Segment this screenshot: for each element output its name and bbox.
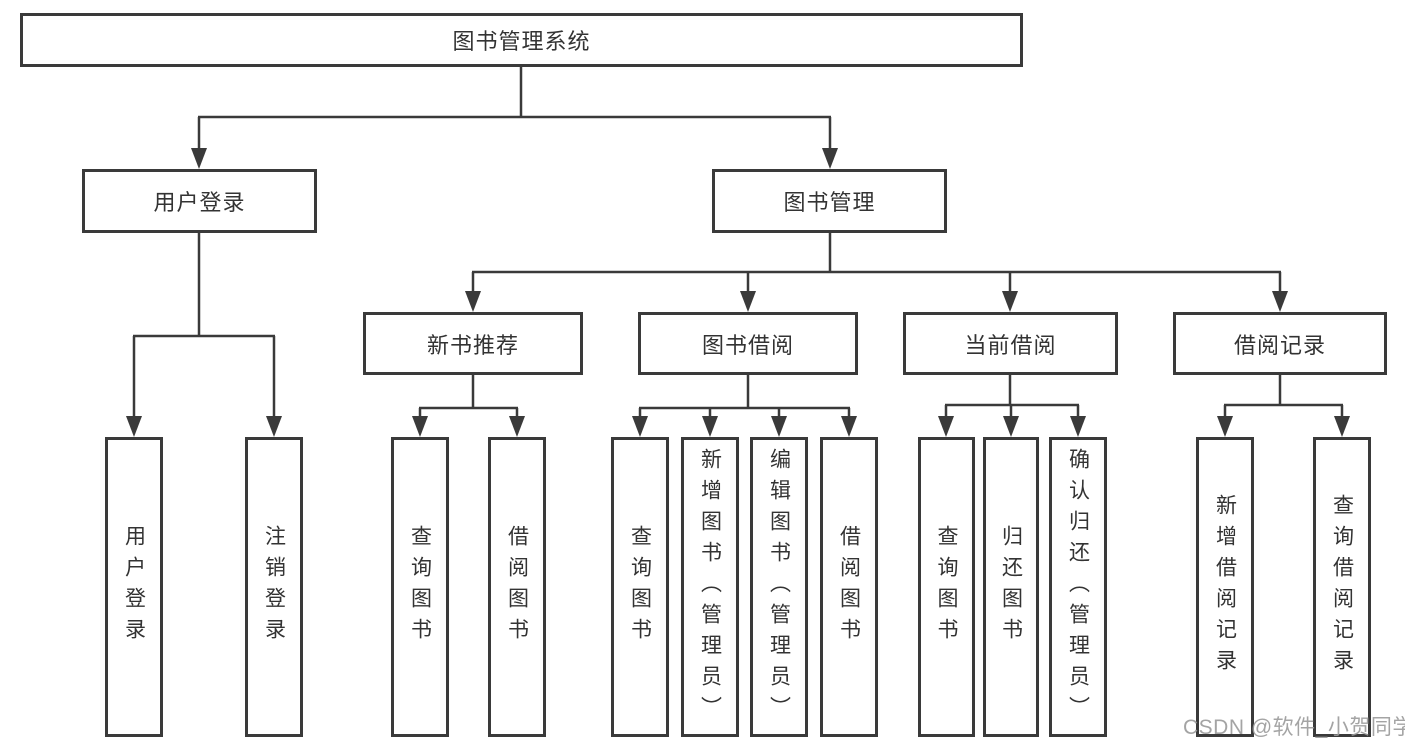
node-label: 图书管理 xyxy=(783,190,876,215)
node-label: 查询借阅记录 xyxy=(1330,494,1354,680)
arrowhead-icon xyxy=(822,148,838,169)
arrowhead-icon xyxy=(412,416,428,437)
arrowhead-icon xyxy=(702,416,718,437)
node-label: 编辑图书（管理员） xyxy=(767,447,791,727)
arrowhead-icon xyxy=(1272,291,1288,312)
node-label: 图书借阅 xyxy=(701,332,794,358)
arrowhead-icon xyxy=(465,291,481,312)
node-label: 新书推荐 xyxy=(426,332,519,358)
node-label: 新增借阅记录 xyxy=(1213,494,1237,680)
node-leaf-borrow-books: 借阅图书 xyxy=(820,437,878,737)
arrowhead-icon xyxy=(841,416,857,437)
node-leaf-logout: 注销登录 xyxy=(245,437,303,737)
node-user-login: 用户登录 xyxy=(82,169,317,233)
node-label: 查询图书 xyxy=(628,525,652,649)
node-library-management-system: 图书管理系统 xyxy=(20,13,1023,67)
node-label: 用户登录 xyxy=(122,525,146,649)
arrowhead-icon xyxy=(1217,416,1233,437)
node-leaf-borrow-query-books: 查询图书 xyxy=(611,437,669,737)
node-leaf-current-query-books: 查询图书 xyxy=(918,437,975,737)
node-leaf-user-login: 用户登录 xyxy=(105,437,163,737)
node-label: 归还图书 xyxy=(999,525,1023,649)
csdn-watermark: CSDN @软件_小贺同学 xyxy=(1183,716,1405,739)
node-label: 借阅图书 xyxy=(505,525,529,649)
arrowhead-icon xyxy=(771,416,787,437)
node-leaf-recommend-borrow-books: 借阅图书 xyxy=(488,437,546,737)
node-leaf-recommend-query-books: 查询图书 xyxy=(391,437,449,737)
node-leaf-confirm-return-admin: 确认归还（管理员） xyxy=(1049,437,1107,737)
node-book-borrowing: 图书借阅 xyxy=(638,312,858,375)
arrowhead-icon xyxy=(1070,416,1086,437)
node-new-book-recommendation: 新书推荐 xyxy=(363,312,583,375)
arrowhead-icon xyxy=(632,416,648,437)
arrowhead-icon xyxy=(509,416,525,437)
node-borrowing-records: 借阅记录 xyxy=(1173,312,1387,375)
node-leaf-return-books: 归还图书 xyxy=(983,437,1039,737)
node-label: 查询图书 xyxy=(408,525,432,649)
node-leaf-add-borrow-record: 新增借阅记录 xyxy=(1196,437,1254,737)
arrowhead-icon xyxy=(1002,291,1018,312)
arrowhead-icon xyxy=(1334,416,1350,437)
node-label: 当前借阅 xyxy=(964,332,1057,358)
arrowhead-icon xyxy=(266,416,282,437)
arrowhead-icon xyxy=(740,291,756,312)
node-label: 确认归还（管理员） xyxy=(1066,447,1090,727)
arrowhead-icon xyxy=(126,416,142,437)
node-label: 图书管理系统 xyxy=(452,29,591,54)
arrowhead-icon xyxy=(938,416,954,437)
node-label: 借阅图书 xyxy=(837,525,861,649)
node-label: 借阅记录 xyxy=(1233,332,1326,358)
node-label: 查询图书 xyxy=(935,525,958,649)
node-book-management: 图书管理 xyxy=(712,169,947,233)
node-leaf-query-borrow-record: 查询借阅记录 xyxy=(1313,437,1371,737)
arrowhead-icon xyxy=(191,148,207,169)
arrowhead-icon xyxy=(1003,416,1019,437)
node-label: 注销登录 xyxy=(262,525,286,649)
node-leaf-edit-books-admin: 编辑图书（管理员） xyxy=(750,437,808,737)
node-leaf-add-books-admin: 新增图书（管理员） xyxy=(681,437,739,737)
node-label: 新增图书（管理员） xyxy=(698,447,722,727)
node-current-borrowing: 当前借阅 xyxy=(903,312,1118,375)
node-label: 用户登录 xyxy=(153,190,246,215)
